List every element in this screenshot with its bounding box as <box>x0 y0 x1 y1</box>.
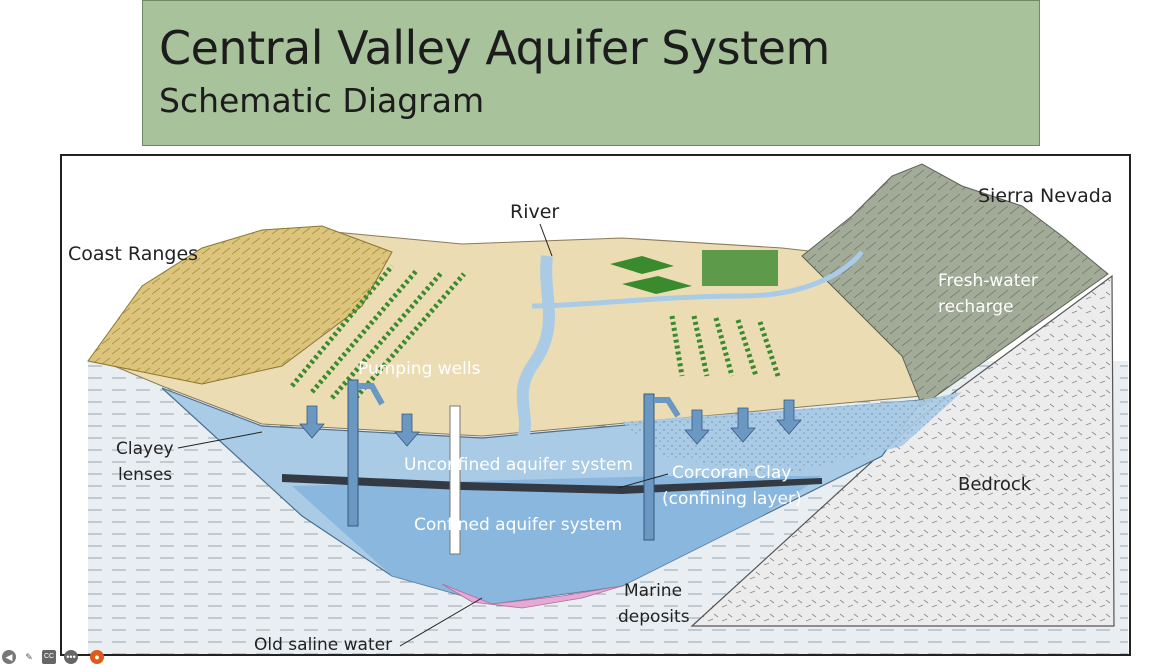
label-corcoran: Corcoran Clay <box>672 463 791 483</box>
saline-water <box>441 583 623 609</box>
crop-rows-center <box>669 315 781 377</box>
label-unconfined: Unconfined aquifer system <box>404 455 633 475</box>
leader-corcoran <box>617 473 669 489</box>
well-right-spout <box>654 397 681 418</box>
label-old-saline: Old saline water <box>254 635 392 654</box>
back-icon[interactable]: ◀ <box>2 650 16 664</box>
label-sierra-nevada: Sierra Nevada <box>978 185 1113 207</box>
bedrock-area <box>690 274 1115 627</box>
label-recharge: recharge <box>938 297 1014 317</box>
river-tributary <box>531 250 864 309</box>
well-left-spout <box>358 383 385 406</box>
well-left <box>347 379 359 527</box>
label-deposits: deposits <box>618 607 690 627</box>
leader-clayey <box>177 431 263 449</box>
label-coast-ranges: Coast Ranges <box>68 243 198 265</box>
well-center <box>449 405 461 555</box>
player-controls: ◀ ✎ CC ••• ● <box>0 646 120 668</box>
label-clayey: Clayey <box>116 439 174 459</box>
slide-title: Central Valley Aquifer System <box>159 21 830 75</box>
recharge-zone <box>622 392 962 476</box>
captions-icon[interactable]: CC <box>42 650 56 664</box>
label-bedrock: Bedrock <box>958 474 1032 495</box>
sierra-nevada-mountains <box>801 163 1109 407</box>
title-box: Central Valley Aquifer System Schematic … <box>142 0 1040 146</box>
record-icon[interactable]: ● <box>90 650 104 664</box>
leader-river <box>539 223 553 257</box>
label-lenses: lenses <box>118 465 172 485</box>
slide-subtitle: Schematic Diagram <box>159 81 485 120</box>
river <box>516 255 555 444</box>
crop-rows-left <box>290 264 466 404</box>
coast-ranges-hills <box>87 225 393 385</box>
corcoran-clay-layer <box>282 474 822 494</box>
diagram-frame: River Coast Ranges Sierra Nevada Fresh-w… <box>60 154 1131 656</box>
crop-patches <box>610 250 778 294</box>
label-river: River <box>510 201 559 223</box>
label-fresh-water: Fresh-water <box>938 271 1038 291</box>
leader-old-saline <box>399 597 483 647</box>
aquifer-diagram: River Coast Ranges Sierra Nevada Fresh-w… <box>68 163 1128 654</box>
well-right <box>643 393 655 541</box>
label-confined: Confined aquifer system <box>414 515 622 535</box>
label-confining: (confining layer) <box>662 489 802 509</box>
label-marine: Marine <box>624 581 682 601</box>
more-icon[interactable]: ••• <box>64 650 78 664</box>
pen-icon[interactable]: ✎ <box>25 652 33 662</box>
recharge-arrows <box>299 399 802 447</box>
confined-aquifer <box>292 476 822 604</box>
label-pumping-wells: Pumping wells <box>358 359 481 379</box>
